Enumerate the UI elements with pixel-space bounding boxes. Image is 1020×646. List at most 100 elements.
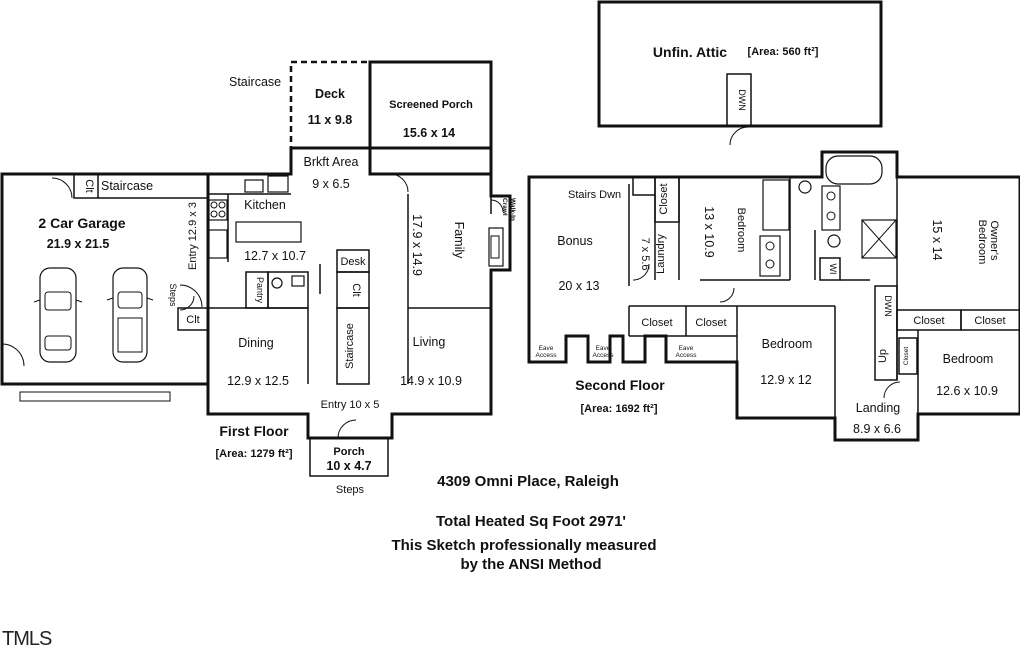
attic-area: [Area: 560 ft²]	[748, 46, 819, 58]
attic-plan	[597, 0, 883, 146]
walk-in-crawl-label: Walk-In Crawl	[501, 198, 516, 223]
up-label: Up	[877, 349, 889, 363]
attic-stair-box	[726, 73, 752, 127]
pantry-label: Pantry	[255, 277, 265, 304]
closet-label-5: Closet	[903, 347, 910, 366]
staircase-box	[336, 307, 370, 385]
screened-porch-dims: 15.6 x 14	[403, 126, 455, 140]
closet-label-4: Closet	[974, 315, 1005, 327]
desk-label: Desk	[340, 256, 366, 268]
bedroom-a-name: Bedroom	[735, 208, 747, 253]
stairs-down-label: Stairs Dwn	[568, 189, 621, 201]
screened-porch-walls	[368, 60, 493, 176]
porch-dims: 10 x 4.7	[326, 459, 371, 473]
lower-clt-label: Clt	[186, 314, 199, 326]
dwn-label: DWN	[883, 295, 893, 317]
owners-name-line1: Owner's	[988, 220, 1000, 260]
owners-name-line2: Bedroom	[976, 220, 988, 265]
closet-box-c	[898, 337, 918, 375]
landing-name: Landing	[856, 401, 901, 415]
garage-staircase-label: Staircase	[101, 179, 153, 193]
wi-label: WI	[828, 264, 838, 275]
garage-clt-label: Clt	[83, 179, 95, 192]
attic-name: Unfin. Attic	[653, 44, 727, 60]
family-dims: 17.9 x 14.9	[410, 214, 424, 276]
closet-label-1: Closet	[641, 317, 672, 329]
wi-box	[819, 257, 841, 281]
family-name: Family	[452, 222, 466, 260]
kitchen-fridge-icon	[267, 175, 289, 193]
bonus-name: Bonus	[557, 234, 592, 248]
kitchen-dims: 12.7 x 10.7	[244, 249, 306, 263]
stairs-closet-box	[632, 176, 656, 196]
staircase-label: Staircase	[344, 323, 356, 369]
deck-dims: 11 x 9.8	[308, 113, 353, 127]
deck-outline	[289, 60, 372, 150]
car-right-icon	[106, 267, 154, 363]
closet-vertical-label: Closet	[658, 183, 670, 214]
first-floor-plan	[0, 60, 512, 477]
owners-dims: 15 x 14	[930, 219, 944, 260]
second-floor-walls	[527, 150, 1020, 442]
living-dims: 14.9 x 10.9	[400, 374, 462, 388]
kitchen-island	[235, 221, 302, 243]
deck-name: Deck	[315, 87, 345, 101]
clt-label: Clt	[350, 283, 362, 296]
closet-label-2: Closet	[695, 317, 726, 329]
garage-walls	[0, 172, 210, 386]
steps-side-label: Steps	[168, 283, 178, 307]
watermark: TMLS	[2, 628, 52, 646]
living-name: Living	[413, 335, 446, 349]
bedroom-c-name: Bedroom	[943, 352, 994, 366]
bedroom-b-dims: 12.9 x 12	[760, 373, 811, 387]
bedroom-b-name: Bedroom	[762, 337, 813, 351]
master-vanity	[821, 185, 841, 231]
first-floor-area: [Area: 1279 ft²]	[215, 448, 292, 460]
porch-name: Porch	[333, 446, 364, 458]
breakfast-dims: 9 x 6.5	[312, 177, 350, 191]
walk-in-crawl-line2: Crawl	[501, 198, 508, 216]
bedroom-c-dims: 12.6 x 10.9	[936, 384, 998, 398]
porch-walls	[309, 437, 389, 477]
staircase-outside-label: Staircase	[229, 75, 281, 89]
garage-clt-box	[73, 173, 99, 199]
first-floor-title: First Floor	[219, 423, 289, 439]
garage-name: 2 Car Garage	[38, 215, 125, 231]
dining-name: Dining	[238, 336, 273, 350]
bedroom-a-dims: 13 x 10.9	[702, 206, 716, 257]
breakfast-name: Brkft Area	[304, 155, 359, 169]
bathtub-icon	[825, 155, 883, 185]
total-heated: Total Heated Sq Foot 2971'	[436, 513, 626, 530]
kitchen-name: Kitchen	[244, 198, 286, 212]
note-line2: by the ANSI Method	[460, 556, 601, 573]
stove-icon	[208, 199, 228, 221]
dining-dims: 12.9 x 12.5	[227, 374, 289, 388]
car-left-icon	[33, 267, 83, 363]
laundry-name: Laundry	[655, 234, 667, 274]
screened-porch-name: Screened Porch	[389, 99, 473, 111]
hall-vanity	[759, 235, 781, 277]
kitchen-sink-icon	[244, 179, 264, 193]
attic-dwn-label: DWN	[737, 89, 747, 111]
garage-door	[19, 391, 171, 402]
second-floor-title: Second Floor	[575, 377, 665, 393]
garage-dims: 21.9 x 21.5	[47, 237, 110, 251]
closet-box-b	[960, 309, 1020, 331]
note-line1: This Sketch professionally measured	[391, 537, 656, 554]
second-floor-plan	[527, 150, 1020, 442]
owners-name: Owner's Bedroom	[976, 220, 1000, 265]
address: 4309 Omni Place, Raleigh	[437, 473, 619, 490]
second-floor-area: [Area: 1692 ft²]	[580, 403, 657, 415]
bonus-dims: 20 x 13	[558, 279, 599, 293]
laundry-dims: 7 x 5.6	[639, 237, 651, 270]
steps-front-label: Steps	[336, 484, 365, 496]
walk-in-crawl-line1: Walk-In	[509, 198, 516, 221]
entry-side-label: Entry 12.9 x 3	[187, 202, 199, 270]
hall-tub-icon	[762, 179, 790, 231]
entry-label: Entry 10 x 5	[321, 399, 380, 411]
